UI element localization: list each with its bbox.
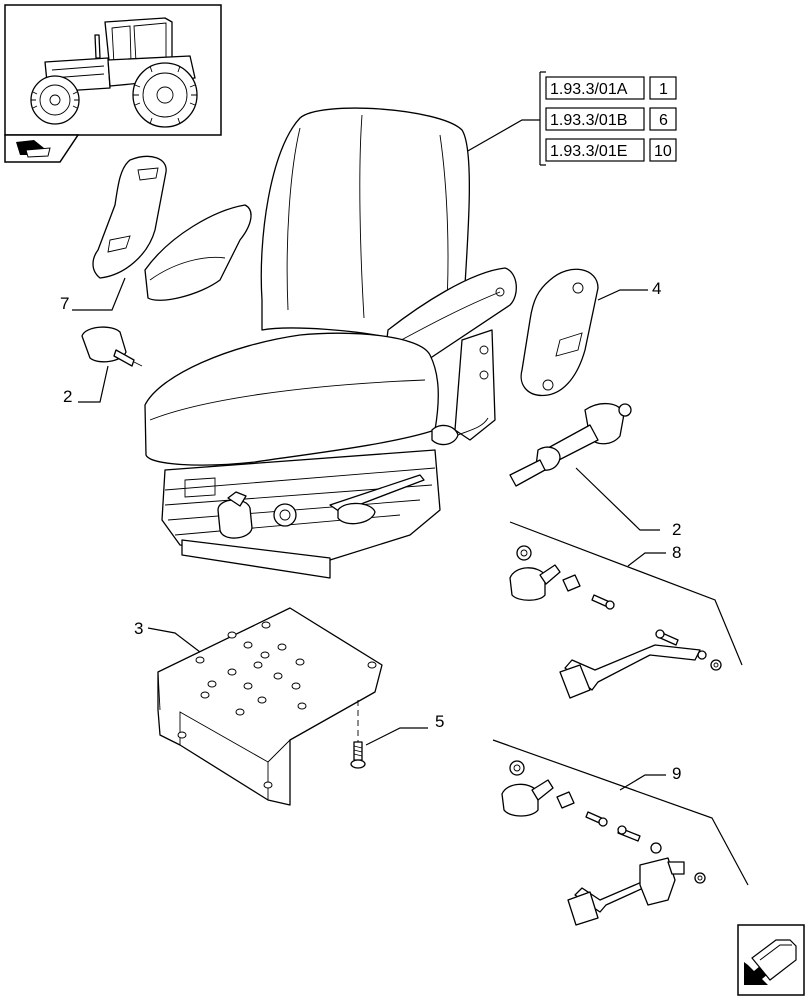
belt-buckle-left[interactable] bbox=[81, 326, 143, 367]
seat-mounting-plate[interactable] bbox=[157, 607, 383, 806]
callout-2: 2 bbox=[63, 387, 72, 406]
side-cover-right[interactable] bbox=[520, 268, 599, 397]
reference-code[interactable]: 1.93.3/01A bbox=[550, 81, 628, 98]
next-page-icon[interactable] bbox=[737, 924, 805, 996]
reference-qty: 6 bbox=[659, 112, 668, 129]
reference-code[interactable]: 1.93.3/01B bbox=[550, 112, 627, 129]
belt-kit-group-9: 9 bbox=[492, 739, 749, 926]
callout-2: 2 bbox=[672, 520, 681, 539]
reference-table bbox=[465, 71, 546, 166]
belt-kit-group-8: 8 bbox=[509, 521, 743, 699]
callout-7: 7 bbox=[60, 294, 69, 313]
callout-9: 9 bbox=[672, 764, 681, 783]
reference-row[interactable]: 1.93.3/01A 1 bbox=[545, 76, 677, 100]
callout-5: 5 bbox=[435, 712, 444, 731]
mounting-holes bbox=[177, 621, 377, 789]
previous-page-icon[interactable] bbox=[4, 134, 80, 163]
reference-qty: 10 bbox=[654, 143, 672, 160]
tractor-thumbnail[interactable] bbox=[4, 4, 222, 136]
seat-belt-retractor[interactable] bbox=[509, 403, 632, 487]
mounting-bolt[interactable] bbox=[350, 700, 366, 769]
callout-4: 4 bbox=[652, 279, 661, 298]
seat-assembly bbox=[144, 107, 517, 579]
callout-3: 3 bbox=[134, 619, 143, 638]
reference-qty: 1 bbox=[659, 81, 668, 98]
callout-8: 8 bbox=[672, 543, 681, 562]
side-cover-left[interactable] bbox=[92, 155, 167, 279]
reference-row[interactable]: 1.93.3/01E 10 bbox=[545, 138, 677, 162]
tractor-thumbnail-icon bbox=[30, 17, 198, 128]
reference-row[interactable]: 1.93.3/01B 6 bbox=[545, 107, 677, 131]
reference-code[interactable]: 1.93.3/01E bbox=[550, 143, 627, 160]
